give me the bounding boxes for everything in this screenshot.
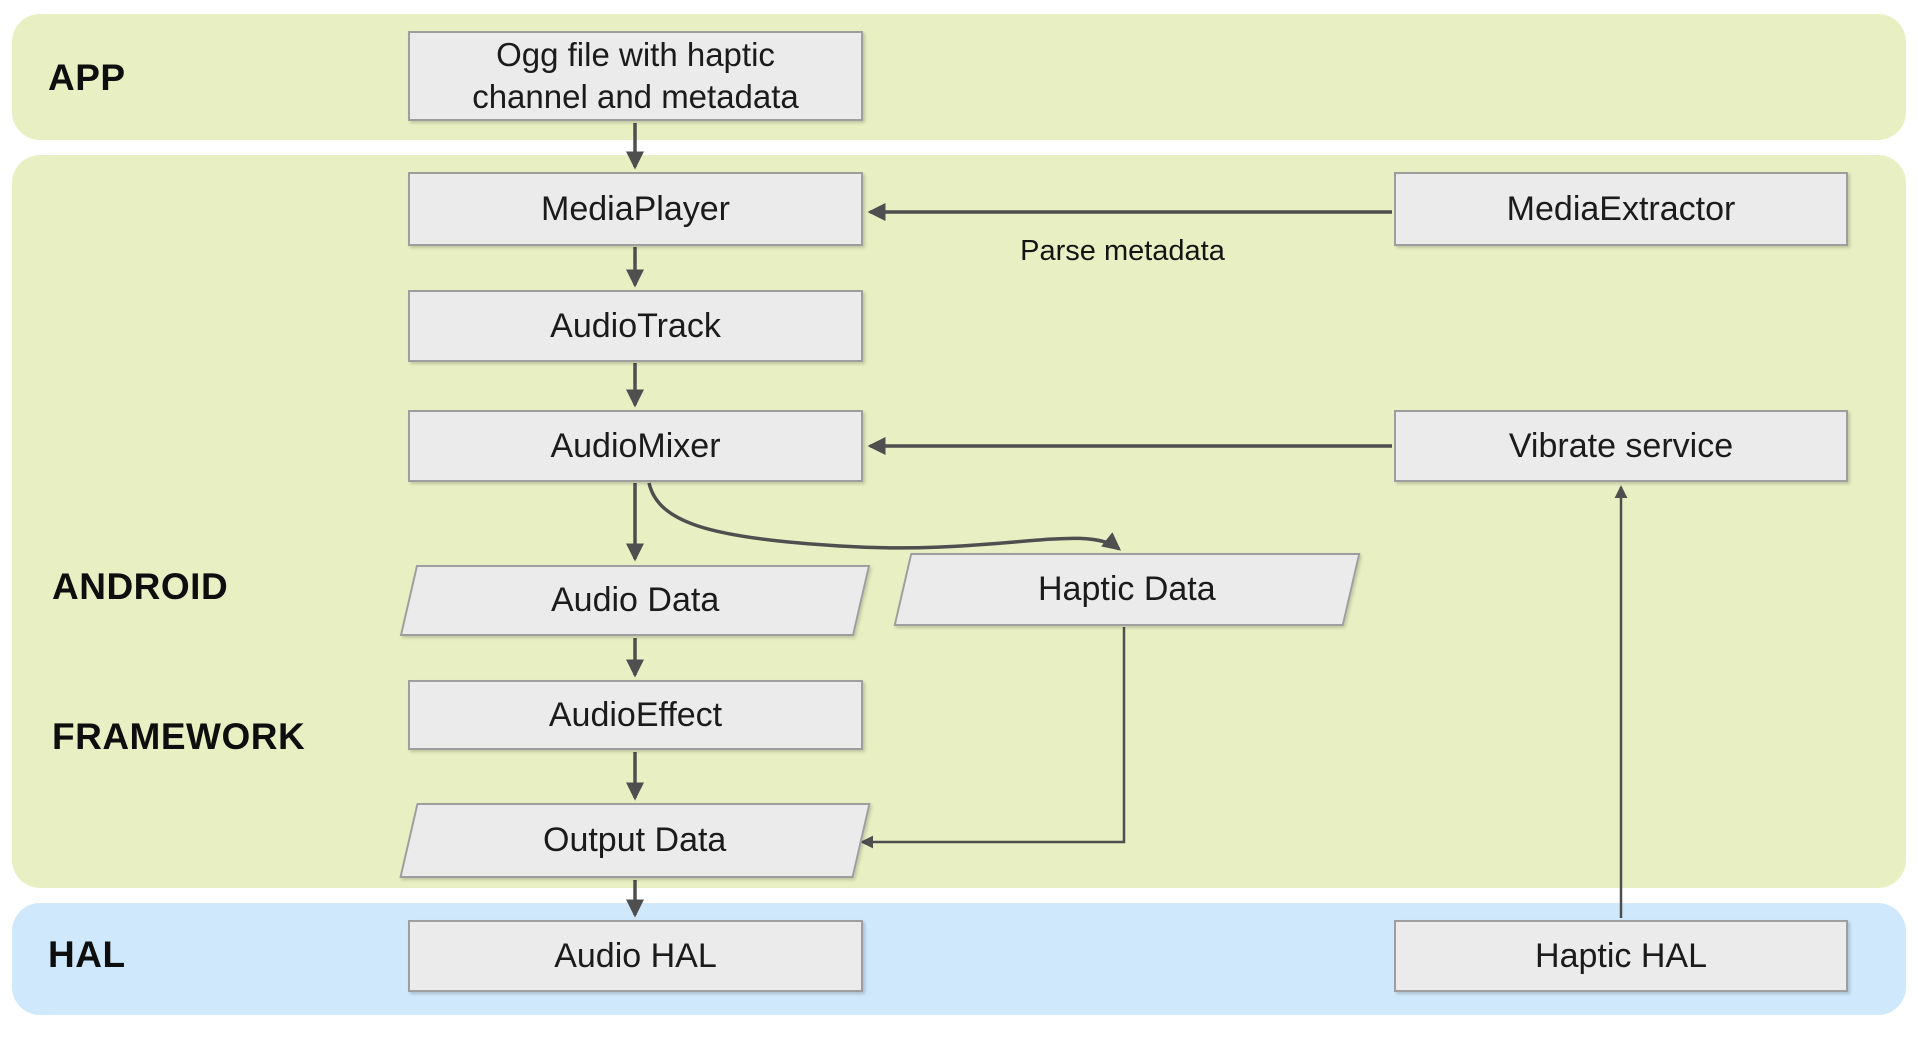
node-haptic-data: Haptic Data (893, 553, 1361, 626)
node-ogg-file: Ogg file with haptic channel and metadat… (408, 31, 863, 121)
node-mediaplayer: MediaPlayer (408, 172, 863, 246)
node-audiotrack: AudioTrack (408, 290, 863, 362)
framework-band-label: ANDROID FRAMEWORK (52, 462, 305, 862)
node-audio-hal: Audio HAL (408, 920, 863, 992)
node-output-data: Output Data (399, 803, 871, 878)
parse-metadata-label: Parse metadata (1020, 235, 1225, 267)
node-haptic-hal: Haptic HAL (1394, 920, 1848, 992)
audiomixer-label: AudioMixer (550, 426, 721, 465)
mediaextractor-label: MediaExtractor (1506, 189, 1736, 228)
vibrate-service-label: Vibrate service (1508, 426, 1734, 465)
haptic-hal-label: Haptic HAL (1535, 936, 1707, 975)
hal-band-label: HAL (48, 934, 126, 975)
app-band-label: APP (48, 57, 126, 98)
ogg-file-label-line2: channel and metadata (472, 78, 799, 115)
framework-band-label-line2: FRAMEWORK (52, 716, 306, 757)
node-mediaextractor: MediaExtractor (1394, 172, 1848, 246)
audio-hal-label: Audio HAL (554, 936, 717, 975)
ogg-file-label-line1: Ogg file with haptic (496, 36, 775, 73)
audio-data-label: Audio Data (550, 581, 720, 619)
haptic-data-label: Haptic Data (1038, 570, 1216, 608)
node-audioeffect: AudioEffect (408, 680, 863, 750)
audiotrack-label: AudioTrack (550, 306, 721, 345)
node-audio-data: Audio Data (399, 565, 871, 636)
output-data-label: Output Data (543, 821, 727, 859)
framework-band-label-line1: ANDROID (52, 566, 229, 607)
audioeffect-label: AudioEffect (548, 695, 723, 734)
node-audiomixer: AudioMixer (408, 410, 863, 482)
node-vibrate-service: Vibrate service (1394, 410, 1848, 482)
app-band (12, 14, 1906, 140)
mediaplayer-label: MediaPlayer (541, 189, 730, 228)
